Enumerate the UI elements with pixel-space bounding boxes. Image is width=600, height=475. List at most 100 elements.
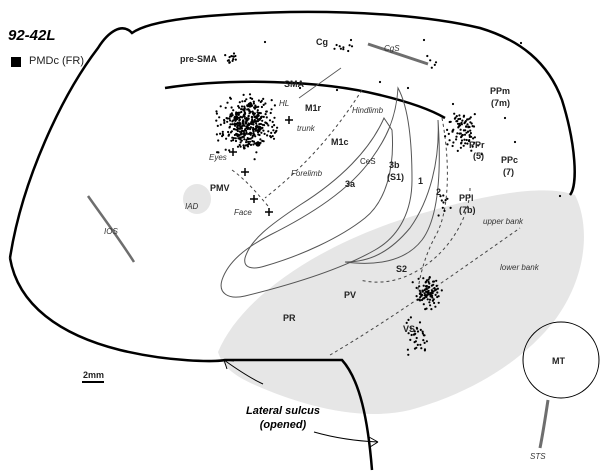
- labeled-cell-dot: [458, 114, 461, 117]
- labeled-cell-dot: [259, 138, 262, 141]
- labeled-cell-dot: [444, 135, 447, 138]
- labeled-cell-dot: [468, 134, 471, 137]
- label-eyes: Eyes: [209, 153, 227, 162]
- labeled-cell-dot: [258, 123, 261, 126]
- labeled-cell-dot: [432, 283, 435, 286]
- label-ppi-7b: (7b): [459, 205, 476, 215]
- label-ppm: PPm: [490, 86, 510, 96]
- labeled-cell-dot: [407, 353, 410, 356]
- labeled-cell-dot: [413, 330, 416, 333]
- labeled-cell-dot: [228, 149, 231, 152]
- labeled-cell-dot: [215, 112, 218, 115]
- labeled-cell-dot: [234, 58, 237, 61]
- legend-marker: [11, 57, 21, 67]
- label-cg: Cg: [316, 37, 328, 47]
- labeled-cell-dot: [234, 139, 238, 143]
- labeled-cell-dot: [448, 120, 451, 124]
- labeled-cell-dot: [473, 113, 476, 116]
- labeled-cell-dot: [228, 61, 231, 64]
- labeled-cell-dot: [275, 129, 278, 132]
- labeled-cell-dot: [240, 136, 243, 139]
- labeled-cell-dot: [467, 125, 470, 128]
- labeled-cell-dot: [415, 346, 418, 349]
- labeled-cell-dot: [425, 295, 428, 298]
- labeled-cell-dot: [248, 93, 252, 96]
- labeled-cell-dot: [428, 276, 431, 279]
- label-m1r: M1r: [305, 103, 322, 113]
- labeled-cell-dot: [432, 290, 435, 293]
- label-mt: MT: [552, 356, 565, 366]
- labeled-cell-dot: [410, 327, 413, 330]
- labeled-cell-dot: [261, 119, 264, 122]
- label-ppi: PPl: [459, 193, 474, 203]
- labeled-cell-dot: [423, 334, 426, 337]
- labeled-cell-dot: [238, 101, 241, 104]
- label-trunk: trunk: [297, 124, 316, 133]
- scale-bar-label: 2mm: [83, 370, 104, 380]
- labeled-cell-dot: [219, 123, 222, 126]
- labeled-cell-dot: [247, 140, 250, 143]
- labeled-cell-dot: [231, 59, 234, 63]
- labeled-cell-dot: [446, 197, 449, 200]
- label-area-2: 2: [436, 187, 441, 197]
- label-pr: PR: [283, 313, 296, 323]
- labeled-cell-dot: [469, 116, 472, 119]
- labeled-cell-dot: [429, 304, 432, 307]
- labeled-cell-dot: [256, 115, 259, 118]
- labeled-cell-dot: [460, 136, 463, 139]
- labeled-cell-dot: [236, 121, 239, 124]
- labeled-cell-dot: [253, 107, 256, 110]
- labeled-cell-dot: [233, 123, 236, 126]
- labeled-cell-dot: [219, 105, 222, 108]
- cg-pointer: [298, 67, 342, 99]
- labeled-cell-dot: [262, 103, 265, 106]
- labeled-cell-dot: [267, 130, 270, 133]
- labeled-cell-dot: [249, 110, 252, 114]
- labeled-cell-dot: [273, 131, 276, 134]
- labeled-cell-dot: [242, 93, 245, 96]
- labeled-cell-dot: [471, 145, 474, 148]
- labeled-cell-dot: [241, 100, 244, 103]
- labeled-cell-dot: [463, 122, 466, 125]
- cross-marker: [250, 195, 258, 203]
- labeled-cell-dot: [258, 130, 261, 133]
- label-face: Face: [234, 208, 252, 217]
- labeled-cell-dot: [260, 127, 263, 130]
- labeled-cell-dot: [267, 124, 270, 127]
- labeled-cell-dot: [427, 278, 430, 281]
- labeled-cell-dot: [462, 115, 465, 118]
- labeled-cell-dot: [259, 112, 262, 115]
- labeled-cell-dot: [229, 131, 232, 134]
- cross-marker: [229, 148, 237, 156]
- labeled-cell-dot: [247, 137, 250, 141]
- labeled-cell-dot: [251, 140, 254, 143]
- labeled-cell-dot: [434, 61, 438, 64]
- labeled-cell-dot: [228, 56, 231, 59]
- labeled-cell-dot: [459, 146, 462, 149]
- labeled-cell-dot: [221, 135, 224, 138]
- labeled-cell-dot: [224, 54, 227, 57]
- label-pv: PV: [344, 290, 356, 300]
- labeled-cell-dot: [425, 285, 428, 288]
- label-area-1: 1: [418, 176, 423, 186]
- labeled-cell-dot: [470, 149, 473, 152]
- labeled-cell-dot: [227, 134, 230, 137]
- cross-marker: [241, 168, 249, 176]
- labeled-cell-dot: [229, 119, 232, 122]
- labeled-cell-dot: [519, 41, 523, 45]
- labeled-cell-dot: [239, 145, 242, 148]
- labeled-cell-dot: [251, 110, 254, 113]
- labeled-cell-dot: [238, 116, 241, 119]
- label-ios: IOS: [104, 227, 118, 236]
- labeled-cell-dot: [243, 138, 246, 141]
- lateral-sulcus-region: [218, 190, 584, 414]
- lateral-sulcus-caption-line2: (opened): [260, 419, 307, 431]
- labeled-cell-dot: [237, 105, 240, 108]
- labeled-cell-dot: [238, 143, 241, 147]
- labeled-cell-dot: [298, 86, 302, 90]
- labeled-cell-dot: [276, 126, 279, 129]
- labeled-cell-dot: [456, 120, 459, 123]
- labeled-cell-dot: [236, 125, 239, 129]
- label-lower-bank: lower bank: [500, 263, 540, 272]
